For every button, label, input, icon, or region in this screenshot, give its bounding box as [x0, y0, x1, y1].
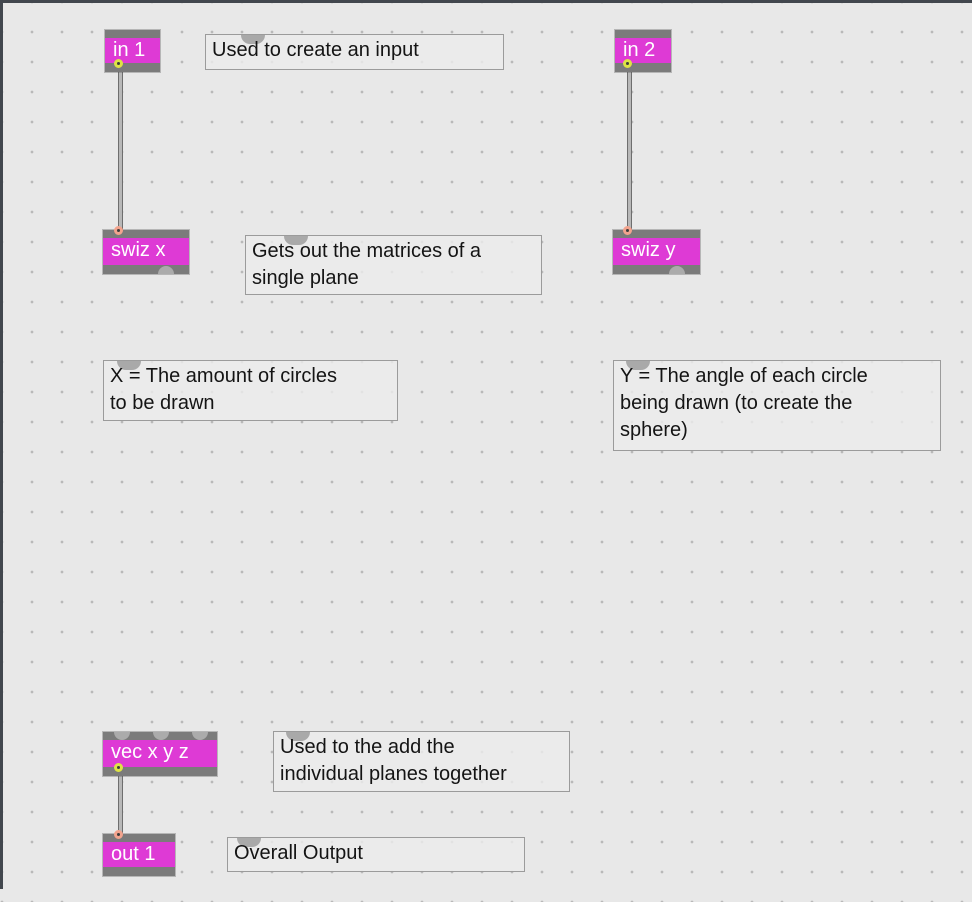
window-edge-top [0, 0, 972, 3]
object-box-swiz-x[interactable]: swiz x [103, 226, 189, 274]
object-label: out 1 [103, 842, 175, 867]
comment-text: Overall Output [234, 842, 363, 864]
outlet-port-icon[interactable] [114, 763, 123, 772]
inlet-strip [613, 230, 700, 238]
comment-text: Used to create an input [212, 39, 419, 61]
object-box-swiz-y[interactable]: swiz y [613, 226, 700, 274]
inlet-strip [105, 30, 160, 38]
comment-text: Used to the add the individual planes to… [280, 736, 507, 785]
comment-inlet-icon [241, 35, 265, 44]
outlet-port-icon[interactable] [114, 59, 123, 68]
object-box-vec-x-y-z[interactable]: vec x y z [103, 732, 217, 776]
object-box-in-1[interactable]: in 1 [105, 30, 160, 72]
patch-cord-in2-swizy[interactable] [627, 64, 632, 238]
comment-box-create-input[interactable]: Used to create an input [205, 34, 504, 70]
object-label: swiz y [613, 238, 700, 265]
comment-inlet-icon [117, 361, 141, 370]
comment-text: X = The amount of circles to be drawn [110, 365, 337, 414]
outlet-port-icon[interactable] [158, 266, 174, 274]
outlet-port-icon[interactable] [669, 266, 685, 274]
inlet-port-icon[interactable] [114, 732, 130, 740]
comment-inlet-icon [286, 732, 310, 741]
outlet-port-icon[interactable] [623, 59, 632, 68]
inlet-port-icon[interactable] [114, 226, 123, 235]
comment-inlet-icon [284, 236, 308, 245]
outlet-strip [103, 767, 217, 776]
inlet-strip [103, 230, 189, 238]
comment-box-vec-explainer[interactable]: Used to the add the individual planes to… [273, 731, 570, 792]
inlet-port-icon[interactable] [623, 226, 632, 235]
outlet-strip [103, 265, 189, 274]
patch-cord-vec-out1[interactable] [118, 768, 123, 842]
comment-text: Y = The angle of each circle being drawn… [620, 365, 868, 441]
outlet-strip [105, 63, 160, 72]
outlet-strip [103, 867, 175, 876]
outlet-strip [615, 63, 671, 72]
patch-cord-in1-swizx[interactable] [118, 64, 123, 238]
comment-box-x-meaning[interactable]: X = The amount of circles to be drawn [103, 360, 398, 421]
object-label: in 2 [615, 38, 671, 63]
object-box-in-2[interactable]: in 2 [615, 30, 671, 72]
comment-inlet-icon [626, 361, 650, 370]
object-box-out-1[interactable]: out 1 [103, 830, 175, 876]
object-label: swiz x [103, 238, 189, 265]
inlet-port-icon[interactable] [153, 732, 169, 740]
inlet-port-icon[interactable] [192, 732, 208, 740]
comment-inlet-icon [237, 838, 261, 847]
object-label: in 1 [105, 38, 160, 63]
outlet-strip [613, 265, 700, 274]
object-label: vec x y z [103, 740, 217, 767]
inlet-strip [615, 30, 671, 38]
inlet-strip [103, 834, 175, 842]
comment-box-swiz-explainer[interactable]: Gets out the matrices of a single plane [245, 235, 542, 295]
comment-box-overall-output[interactable]: Overall Output [227, 837, 525, 872]
comment-text: Gets out the matrices of a single plane [252, 240, 481, 289]
comment-box-y-meaning[interactable]: Y = The angle of each circle being drawn… [613, 360, 941, 451]
inlet-port-icon[interactable] [114, 830, 123, 839]
window-edge-left [0, 0, 3, 889]
